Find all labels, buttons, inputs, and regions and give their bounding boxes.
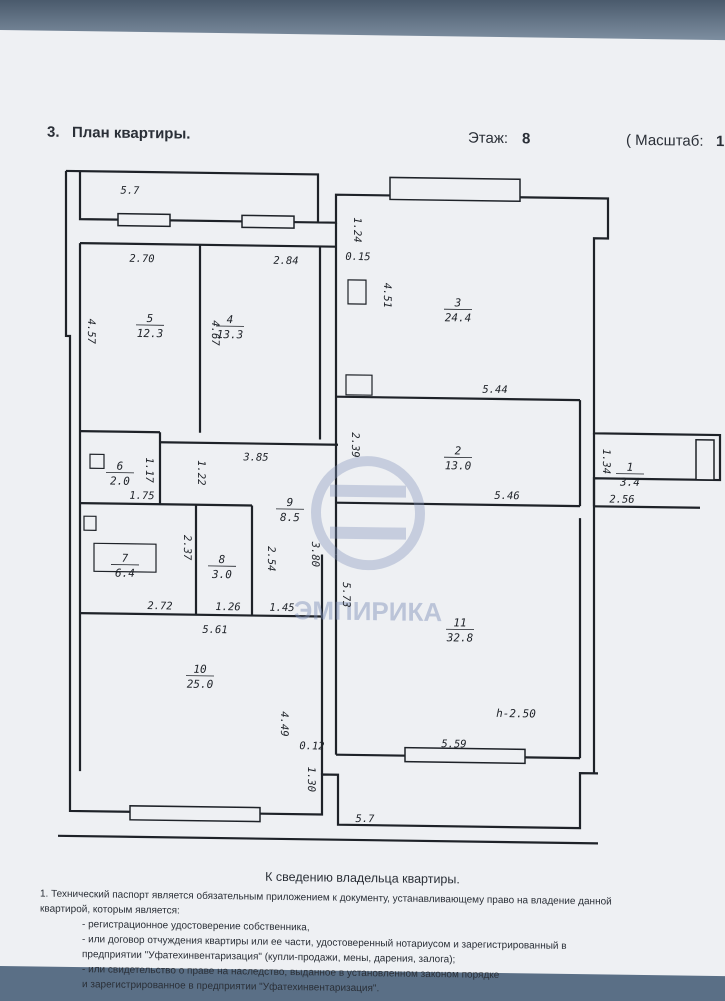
dimension-label: 5.73	[340, 582, 352, 607]
room-area: 24.4	[445, 311, 471, 324]
room-number: 7	[122, 552, 129, 565]
dimension-label: 5.7	[121, 185, 141, 197]
room-area: 25.0	[187, 678, 214, 691]
room-area: 32.8	[446, 631, 474, 644]
dimension-label: 3.85	[242, 451, 268, 463]
room-area: 8.5	[280, 511, 300, 524]
room-area: 2.0	[110, 475, 130, 488]
dimension-label: 5.46	[494, 490, 519, 502]
dimension-label: 1.75	[129, 490, 154, 502]
dimension-label: 5.59	[441, 738, 466, 750]
room-number: 8	[219, 553, 226, 566]
dimension-label: 1.26	[215, 601, 240, 613]
dimension-label: 0.12	[299, 740, 324, 752]
room-number: 9	[287, 496, 294, 509]
watermark-text: ЭМПИРИКА	[294, 595, 442, 627]
dimension-label: 4.49	[278, 711, 290, 736]
room-number: 3	[454, 296, 462, 309]
dimension-label: 4.67	[209, 320, 221, 346]
dimension-label: 1.45	[269, 602, 294, 614]
watermark-logo	[316, 460, 420, 565]
dimension-label: 2.37	[181, 535, 193, 561]
dimension-label: 2.39	[349, 432, 361, 457]
room-area: 12.3	[137, 327, 163, 340]
dimension-label: 1.34	[600, 449, 612, 474]
dimension-label: 2.70	[129, 253, 154, 265]
document-page: 3. План квартиры. Этаж: 8 ( Масштаб: 1	[0, 30, 725, 976]
ceiling-height: h-2.50	[496, 707, 536, 721]
dimension-label: 1.24	[351, 217, 363, 242]
dimension-label: 5.44	[482, 384, 507, 396]
dimension-label: 1.30	[305, 767, 317, 792]
room-number: 5	[147, 312, 154, 325]
room-area: 6.4	[115, 567, 135, 580]
plan-walls	[58, 171, 720, 845]
dimension-label: 4.51	[381, 283, 393, 308]
dimension-label: 1.22	[195, 460, 207, 485]
room-area: 3.4	[619, 476, 640, 489]
room-number: 4	[227, 313, 234, 326]
room-area: 13.0	[445, 459, 472, 472]
room-number: 10	[193, 663, 207, 676]
dimension-label: 2.72	[147, 600, 172, 612]
dimension-label: 2.54	[265, 546, 277, 571]
dimension-label: 5.7	[356, 813, 376, 825]
dimension-label: 2.84	[273, 255, 298, 267]
dimension-label: 4.57	[85, 319, 97, 345]
room-number: 2	[455, 444, 462, 457]
dimension-label: 5.61	[202, 624, 227, 636]
room-area: 3.0	[211, 568, 232, 581]
dimension-label: 3.80	[309, 541, 321, 567]
notice-text: 1. Технический паспорт является обязател…	[40, 887, 725, 1001]
dimension-label: 1.17	[143, 457, 155, 483]
room-number: 1	[627, 461, 634, 474]
room-number: 11	[453, 616, 466, 629]
dimension-label: 2.56	[609, 494, 634, 506]
room-number: 6	[117, 460, 124, 473]
dimension-label: 0.15	[345, 251, 370, 263]
